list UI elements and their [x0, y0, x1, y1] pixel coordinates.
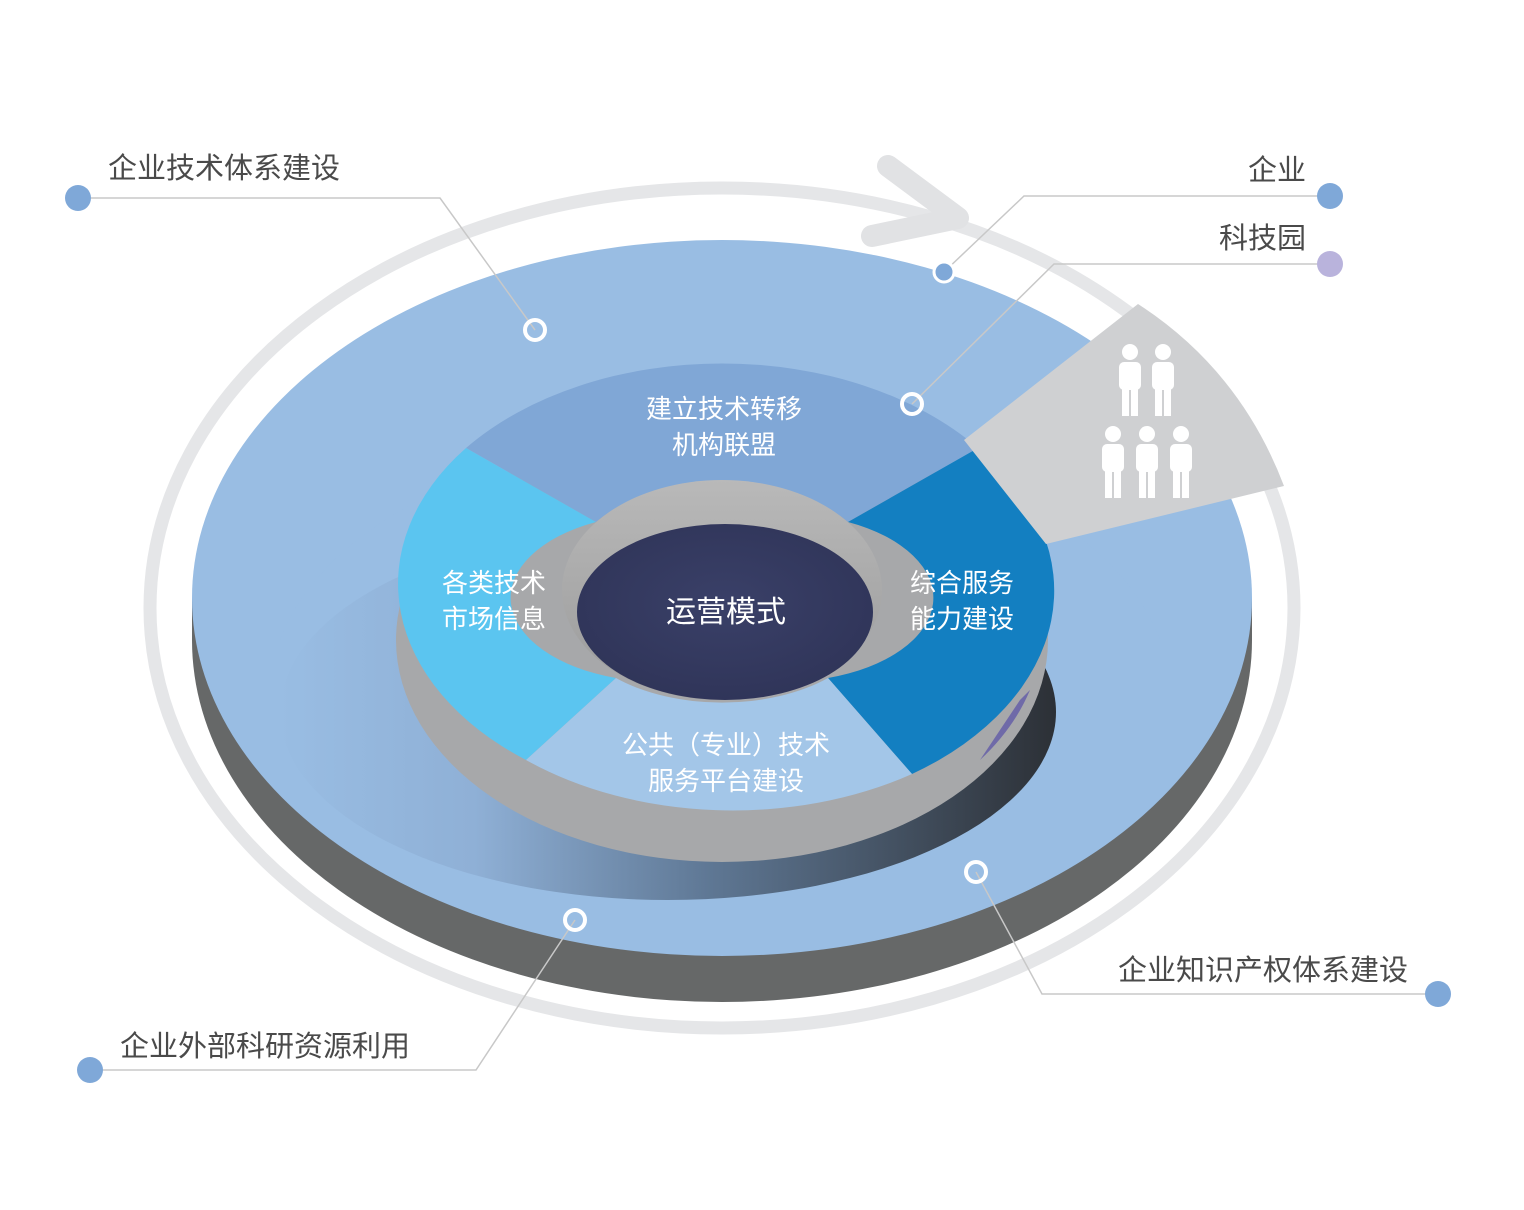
segment-right-line2: 能力建设 — [910, 605, 1014, 635]
segment-right — [828, 448, 1055, 774]
dot-tech-system — [65, 185, 91, 211]
callout-enterprise: 企业 — [1248, 153, 1306, 187]
dot-ip-system — [1425, 981, 1451, 1007]
center-label: 运营模式 — [666, 595, 786, 630]
leader-ip-system — [975, 871, 1438, 995]
marker-tech-system — [523, 318, 547, 342]
segment-left — [398, 448, 616, 760]
marker-science-park — [900, 392, 924, 416]
segment-left-line2: 市场信息 — [442, 605, 546, 635]
center-hub — [577, 524, 873, 700]
segment-top — [466, 363, 978, 522]
segment-bottom-line2: 服务平台建设 — [648, 767, 804, 797]
leader-tech-system — [78, 197, 536, 331]
callout-tech-system: 企业技术体系建设 — [108, 151, 340, 185]
dot-enterprise — [1317, 183, 1343, 209]
cycle-ring — [143, 181, 1301, 1035]
segment-right-line1: 综合服务 — [910, 569, 1014, 599]
segment-bottom — [526, 678, 912, 811]
segment-bottom-line1: 公共（专业）技术 — [622, 731, 830, 761]
marker-enterprise — [932, 260, 956, 284]
enterprise-wedge — [964, 304, 1284, 544]
leader-lines — [78, 195, 1438, 1071]
people-group-icon — [1102, 344, 1192, 498]
dot-external-resources — [77, 1057, 103, 1083]
callout-external-resources: 企业外部科研资源利用 — [120, 1029, 410, 1063]
dot-science-park — [1317, 251, 1343, 277]
marker-external-resources — [563, 908, 587, 932]
segment-left-line1: 各类技术 — [442, 569, 546, 599]
callout-ip-system: 企业知识产权体系建设 — [1118, 953, 1408, 987]
leader-enterprise — [943, 195, 1330, 273]
marker-ip-system — [964, 860, 988, 884]
segment-top-line1: 建立技术转移 — [646, 395, 802, 425]
callout-science-park: 科技园 — [1219, 221, 1306, 255]
cycle-arrow-icon — [861, 155, 969, 247]
leader-external-resources — [90, 919, 576, 1071]
segment-top-line2: 机构联盟 — [672, 431, 776, 461]
leader-science-park — [911, 263, 1330, 405]
segment-ring — [398, 363, 1055, 811]
